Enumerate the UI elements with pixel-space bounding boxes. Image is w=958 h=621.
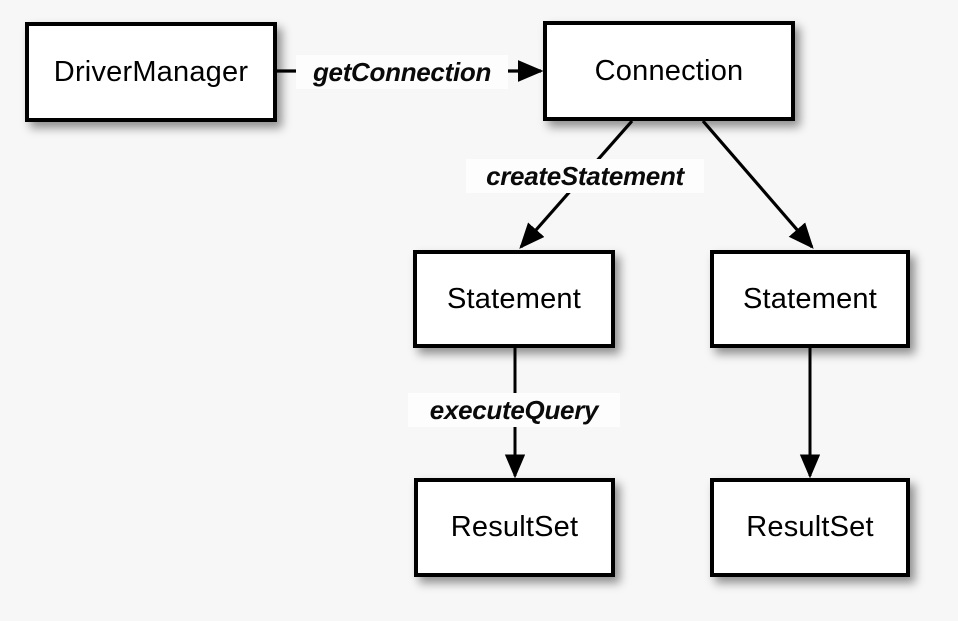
node-statement-right-label: Statement: [743, 282, 877, 315]
edge-createstatement-right: [701, 119, 814, 249]
node-resultset-left-label: ResultSet: [450, 511, 579, 543]
edge-label-executequery: executeQuery: [408, 393, 620, 427]
node-drivermanager-label: DriverManager: [53, 55, 249, 88]
edge-label-createstatement: createStatement: [466, 159, 704, 193]
node-connection[interactable]: Connection: [543, 21, 795, 121]
node-resultset-right[interactable]: ResultSet: [710, 478, 910, 577]
node-resultset-right-label: ResultSet: [746, 511, 874, 543]
node-statement-right[interactable]: Statement: [710, 250, 910, 348]
node-statement-left-label: Statement: [447, 282, 581, 315]
node-resultset-left[interactable]: ResultSet: [414, 478, 615, 577]
node-drivermanager[interactable]: DriverManager: [25, 22, 277, 122]
createstatement-right-arrow: [701, 119, 814, 249]
edge-label-getconnection: getConnection: [296, 55, 508, 89]
node-connection-label: Connection: [594, 54, 744, 87]
node-statement-left[interactable]: Statement: [413, 250, 615, 348]
